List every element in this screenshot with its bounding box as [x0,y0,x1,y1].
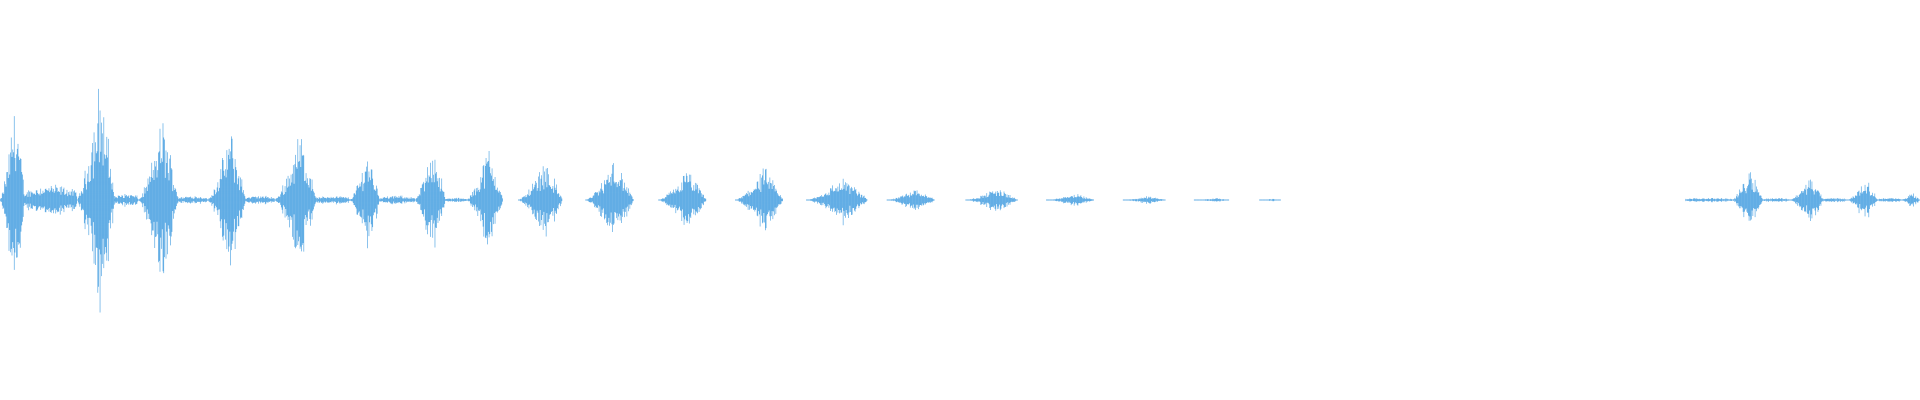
waveform-segment [349,161,380,249]
waveform-segment [379,195,416,205]
waveform-segment-path [1846,182,1878,218]
waveform-segment [965,190,1018,211]
waveform-segment [1900,193,1920,207]
waveform-segment [1259,198,1281,202]
waveform-segment [178,196,208,204]
waveform-segment [24,184,78,215]
waveform-segment [245,195,275,205]
waveform-segment-path [76,88,116,313]
waveform-segment-path [886,190,935,210]
waveform-segment [735,168,783,231]
waveform-segment-path [349,161,380,249]
waveform-segment [518,166,563,237]
waveform-segment-path [1685,197,1732,203]
waveform-segment [1789,179,1825,222]
waveform-segment-path [1122,196,1166,204]
waveform-segment [274,139,317,252]
waveform-segment [1685,197,1732,203]
waveform-segment [414,159,446,248]
waveform-segment [137,123,179,274]
waveform-segment-path [658,173,707,225]
waveform-segment [1731,172,1763,221]
waveform-segment [658,173,707,225]
waveform-segment-path [466,151,503,245]
waveform-segment [466,151,503,245]
waveform-segment-path [114,193,139,207]
waveform-segment [585,163,634,233]
waveform-segment-path [414,159,446,248]
waveform-segment-path [0,116,26,270]
waveform-segment [1846,182,1878,218]
waveform-segment [1193,198,1230,202]
waveform-segment-path [1193,198,1230,202]
waveform-segment-path [585,163,634,233]
waveform-segment [1823,198,1847,203]
waveform-segment-path [445,197,467,202]
waveform-segment-path [1823,198,1847,203]
waveform-segment-path [806,178,868,226]
waveform-segment-path [518,166,563,237]
waveform-segment [445,197,467,202]
waveform-segment-path [24,184,78,215]
waveform-segment-path [1877,198,1901,202]
waveform-segment-path [735,168,783,231]
waveform-segment-path [245,195,275,205]
waveform-segment-path [137,123,179,274]
waveform-segment [0,116,26,270]
waveform-segment-path [207,136,246,266]
waveform-segment [806,178,868,226]
waveform-segment [207,136,246,266]
waveform-segment-path [274,139,317,252]
waveform-segment [316,196,350,205]
waveform-segment-path [965,190,1018,211]
waveform-segment-path [1900,193,1920,207]
waveform-segment-path [178,196,208,204]
waveform-segment [1877,198,1901,202]
waveform-segment [1762,198,1790,202]
waveform-segment-path [316,196,350,205]
waveform-segment-path [379,195,416,205]
waveform-segment-path [1731,172,1763,221]
waveform-segment [76,88,116,313]
waveform-segment-path [1259,198,1281,202]
waveform-segment-path [1789,179,1825,222]
waveform-segment-path [1046,194,1094,206]
waveform-segment [1122,196,1166,204]
waveform-segment [114,193,139,207]
waveform-segment-path [1762,198,1790,202]
waveform-segment [1046,194,1094,206]
waveform-segment [886,190,935,210]
